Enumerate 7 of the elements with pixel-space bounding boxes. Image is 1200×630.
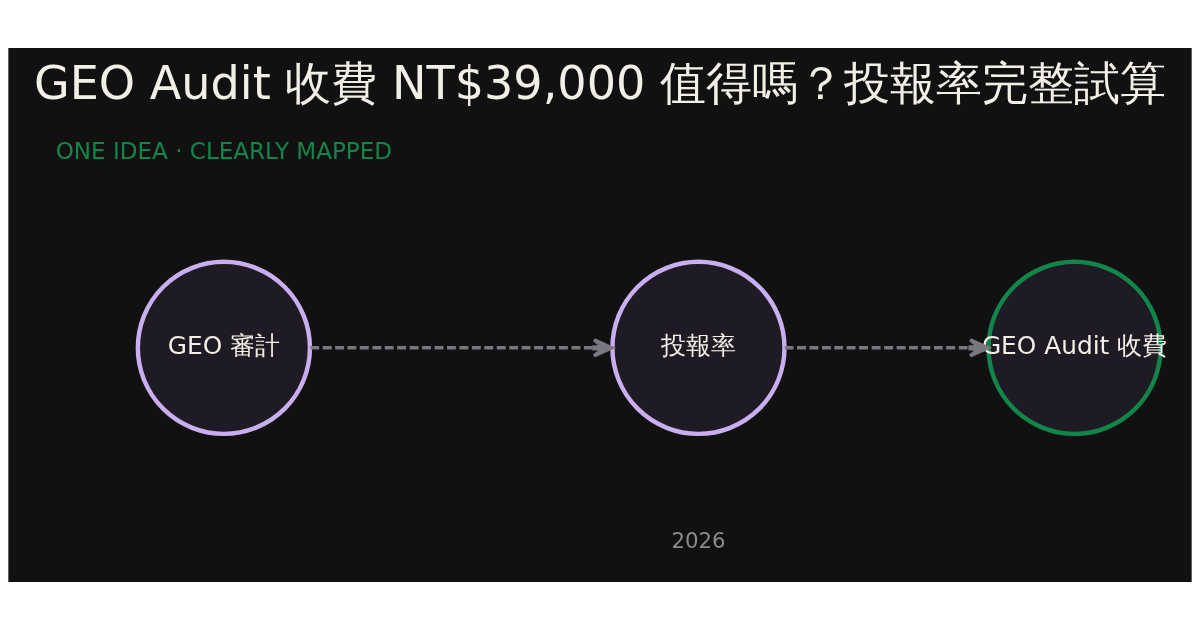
arrow: [310, 338, 614, 358]
arrow: [784, 338, 990, 358]
diagram-title: GEO Audit 收費 NT$39,000 值得嗎？投報率完整試算: [33, 56, 1167, 111]
node-circle: GEO 審計: [135, 259, 313, 437]
label: 2026: [671, 528, 726, 554]
node-circle: 投報率: [610, 259, 787, 437]
label: ONE IDEA · CLEARLY MAPPED: [55, 137, 393, 164]
